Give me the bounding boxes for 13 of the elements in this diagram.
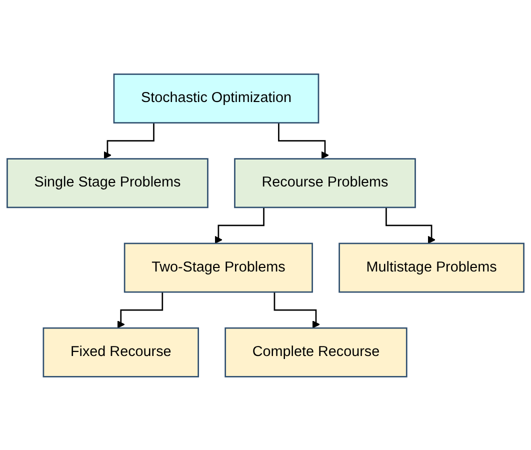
node-box: Recourse Problems: [234, 158, 416, 208]
arrow: [116, 292, 164, 328]
node-box: Two-Stage Problems: [124, 242, 313, 292]
node-box: Stochastic Optimization: [113, 73, 320, 124]
node-box: Single Stage Problems: [6, 158, 208, 208]
node-box: Multistage Problems: [338, 242, 524, 292]
node-box: Complete Recourse: [224, 326, 408, 377]
arrow: [386, 207, 436, 244]
arrow: [214, 207, 264, 244]
arrow: [104, 122, 154, 159]
arrow: [274, 292, 320, 328]
arrow: [278, 122, 329, 159]
node-box: Fixed Recourse: [42, 326, 199, 377]
